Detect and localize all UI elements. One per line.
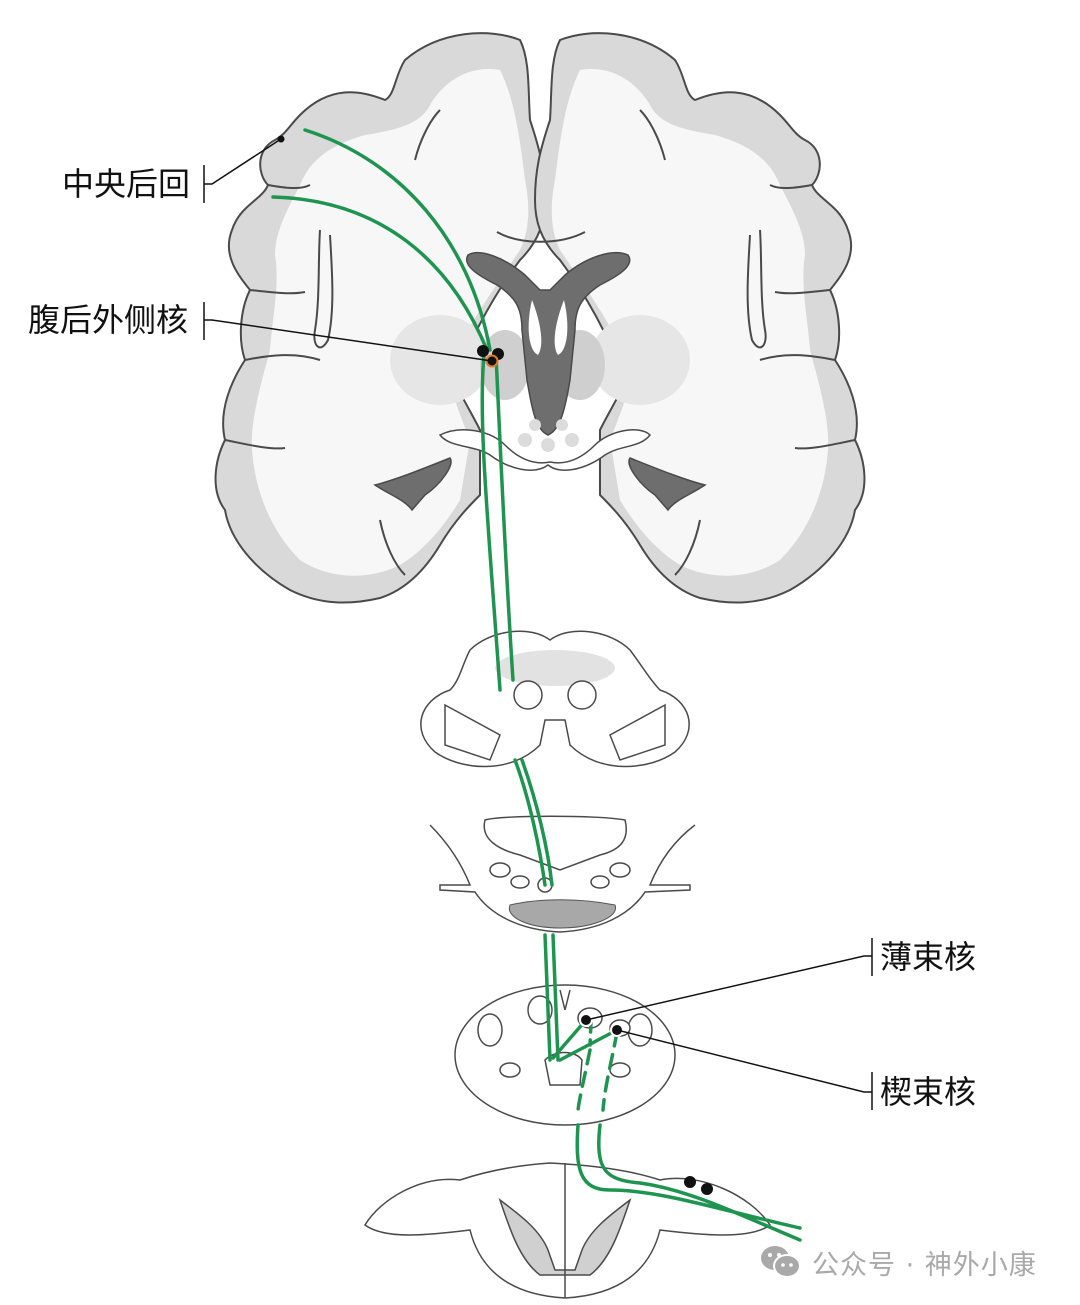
left-temporal-horn [373, 457, 452, 512]
label-postcentral-gyrus: 中央后回 [62, 165, 191, 203]
nuclei-dots [518, 419, 579, 452]
right-sulci [639, 109, 856, 576]
sensory-pathway [271, 128, 802, 1242]
label-vpl-nucleus: 腹后外侧核 [28, 301, 189, 339]
watermark: 公众号 · 神外小康 [760, 1242, 1037, 1282]
right-basal-ganglia [590, 315, 690, 405]
right-temporal-horn [628, 457, 707, 512]
septum-white [528, 300, 568, 355]
cerebrum-coronal-section [214, 32, 866, 604]
midbrain-section [420, 630, 690, 768]
corpus-callosum [496, 231, 586, 243]
pons-section [429, 815, 696, 933]
drg-dot-1 [684, 1176, 696, 1188]
lateral-ventricles [465, 251, 631, 436]
watermark-text: 公众号 · 神外小康 [812, 1249, 1037, 1281]
drg-dot-2 [701, 1183, 713, 1195]
left-thalamus [480, 330, 530, 400]
leader-lines [203, 138, 873, 1110]
nuclei [277, 135, 713, 1195]
wechat-icon [761, 1246, 801, 1278]
left-sulci [224, 109, 441, 576]
label-cuneate-nucleus: 楔束核 [880, 1073, 977, 1111]
left-white-matter [251, 69, 529, 576]
left-basal-ganglia [390, 315, 490, 405]
label-gracile-nucleus: 薄束核 [880, 938, 977, 976]
midbrain-top [438, 429, 651, 471]
spinal-cord-section [364, 1162, 772, 1299]
medulla-section [454, 984, 676, 1126]
